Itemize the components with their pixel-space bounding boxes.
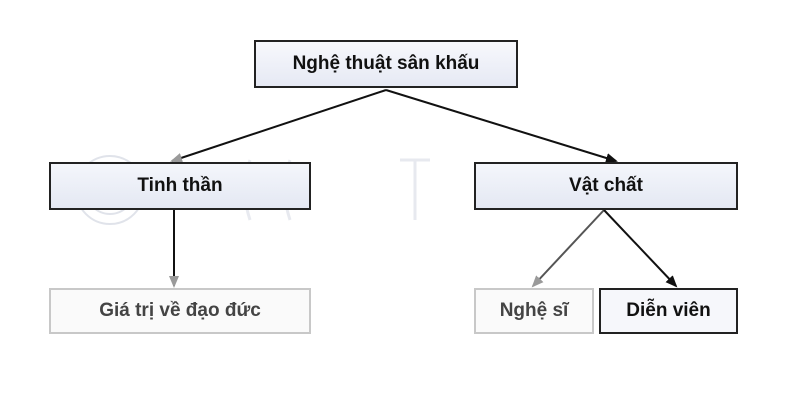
arrow-right-to-leaf-2 [603,209,678,288]
root-node-label: Nghệ thuật sân khấu [292,53,480,74]
right-leaf-1-label: Nghệ sĩ [499,300,569,321]
left-branch-node: Tinh thần [49,162,311,210]
root-node: Nghệ thuật sân khấu [254,40,518,88]
arrow-root-to-right [385,89,618,163]
left-leaf-label: Giá trị về đạo đức [99,300,261,321]
arrow-right-to-leaf-1 [531,209,605,288]
right-leaf-2-label: Diễn viên [626,300,711,321]
right-leaf-node-1: Nghệ sĩ [474,288,594,334]
arrow-root-to-left [170,89,387,163]
right-branch-label: Vật chất [569,175,643,196]
left-branch-label: Tinh thần [137,175,223,196]
right-branch-node: Vật chất [474,162,738,210]
left-leaf-node: Giá trị về đạo đức [49,288,311,334]
right-leaf-node-2: Diễn viên [599,288,738,334]
